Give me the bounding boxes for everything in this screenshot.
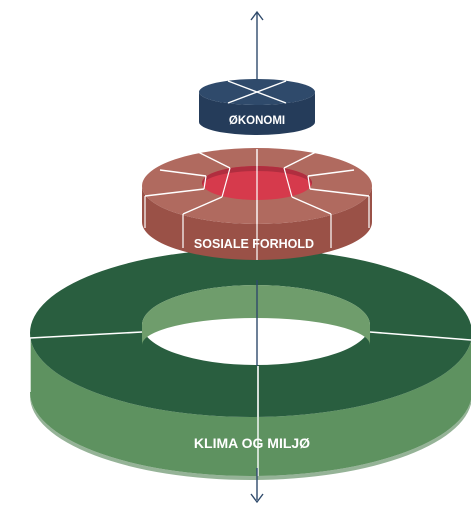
economy-layer: ØKONOMI (199, 79, 315, 135)
climate-ring-side (30, 333, 471, 476)
economy-segment-lines (227, 80, 287, 104)
axis-arrow-up-icon (250, 10, 264, 21)
climate-ring-inner-wall (142, 285, 370, 345)
vertical-axis (250, 10, 264, 504)
social-layer: SOSIALE FORHOLD (142, 148, 372, 260)
economy-label: ØKONOMI (229, 115, 285, 127)
social-ring-side (142, 186, 372, 260)
economy-disc-side (199, 92, 315, 135)
axis-arrow-down-icon (250, 493, 264, 504)
social-segment-lines (144, 149, 370, 224)
climate-segment-lines (29, 331, 471, 417)
social-label: SOSIALE FORHOLD (194, 237, 314, 251)
social-core-lines (203, 166, 311, 200)
climate-side-lines (29, 338, 259, 476)
climate-layer: KLIMA OG MILJØ (29, 249, 471, 480)
climate-ring-top (30, 249, 471, 417)
climate-label: KLIMA OG MILJØ (194, 435, 310, 451)
social-side-lines (144, 196, 370, 260)
